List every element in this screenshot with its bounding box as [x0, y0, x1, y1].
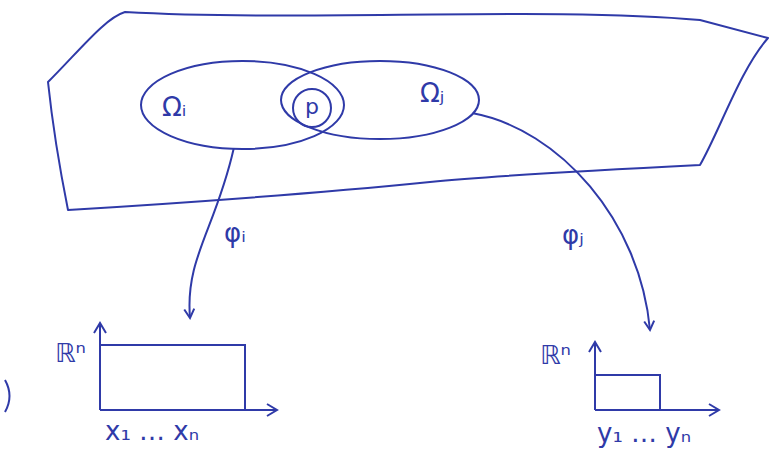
node-outline: [280, 60, 480, 140]
coordinate-label: x₁ … xₙ: [105, 416, 199, 446]
domain-rectangle: [100, 345, 245, 410]
point-label: p: [305, 95, 319, 119]
chart-map-arrow: [473, 113, 650, 330]
space-label: ℝⁿ: [55, 338, 86, 368]
axis-arrows: [94, 323, 277, 416]
set-label: Ωⱼ: [420, 78, 444, 108]
map-label: φᵢ: [222, 218, 248, 248]
axes: [595, 342, 719, 410]
stray-stroke: [5, 380, 10, 412]
domain-rectangle: [595, 375, 660, 410]
axes: [100, 323, 277, 410]
outline: [281, 61, 479, 139]
coordinate-label: y₁ … yₙ: [597, 418, 691, 448]
chart-domain: Ωⱼ: [280, 60, 480, 140]
manifold-surface: [48, 12, 768, 210]
set-label: Ωᵢ: [162, 92, 187, 122]
coordinate-chart: ℝⁿ x₁ … xₙ: [55, 318, 290, 450]
map-label: φⱼ: [560, 220, 586, 250]
space-label: ℝⁿ: [540, 340, 571, 370]
outline: [141, 61, 344, 149]
axis-arrows: [589, 342, 719, 416]
coordinate-chart: ℝⁿ y₁ … yₙ: [535, 330, 727, 450]
